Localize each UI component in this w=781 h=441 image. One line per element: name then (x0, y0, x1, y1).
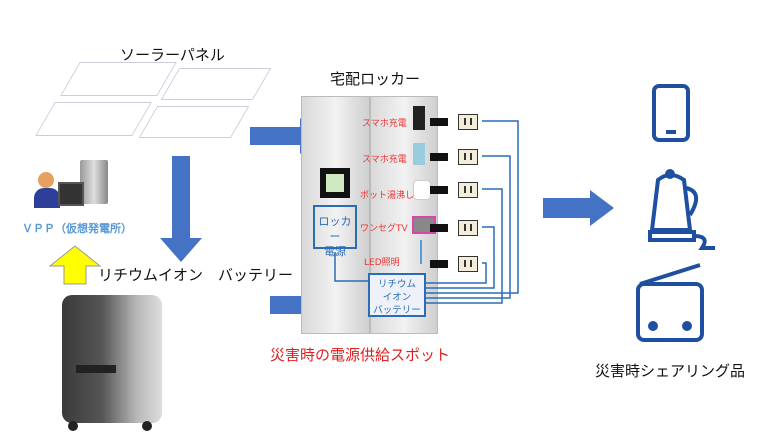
locker-screen (320, 168, 350, 198)
locker-power-line1: ロッカー (318, 215, 352, 243)
slot-label: ポット湯沸し (360, 191, 415, 201)
arrow-solar-to-battery (160, 156, 202, 262)
smartphone-device-icon (413, 143, 425, 165)
outlet (458, 220, 478, 236)
slot-label: スマホ充電 (362, 119, 407, 129)
slot-label: LED照明 (364, 258, 400, 268)
slot-label: ワンセグTV (360, 224, 408, 234)
kettle-icon (648, 169, 715, 250)
slot-label: スマホ充電 (362, 155, 407, 165)
smartphone-icon (652, 84, 690, 142)
lithium-battery-label: リチウムイオン バッテリー (98, 266, 294, 284)
arrow-locker-to-items (543, 190, 614, 226)
vpp-label: ＶＰＰ（仮想発電所） (22, 222, 132, 235)
shared-items-icons (636, 84, 715, 342)
disaster-items-label: 災害時シェアリング品 (595, 362, 746, 380)
outlet (458, 256, 478, 272)
locker-power-line2: 電源 (324, 245, 346, 258)
locker-power-box: ロッカー 電源 (313, 205, 357, 258)
outlet (458, 149, 478, 165)
outlet (458, 182, 478, 198)
locker-battery-line1: リチウム (377, 279, 416, 290)
lamp-device-icon (420, 240, 430, 264)
radio-icon (636, 263, 704, 342)
locker-battery-box: リチウム イオン バッテリー (368, 273, 426, 317)
locker-label: 宅配ロッカー (330, 70, 421, 88)
locker-left-column (301, 96, 370, 334)
disaster-spot-label: 災害時の電源供給スポット (270, 346, 451, 364)
locker-battery-line2: イオン (382, 292, 412, 303)
locker-battery-line3: バッテリー (373, 305, 421, 316)
vpp-icon (34, 160, 118, 215)
outlet (458, 114, 478, 130)
battery-unit-image (62, 295, 170, 435)
phone-device-icon (413, 106, 425, 130)
arrow-battery-to-vpp (48, 245, 102, 285)
solar-panel-label: ソーラーパネル (120, 46, 225, 64)
